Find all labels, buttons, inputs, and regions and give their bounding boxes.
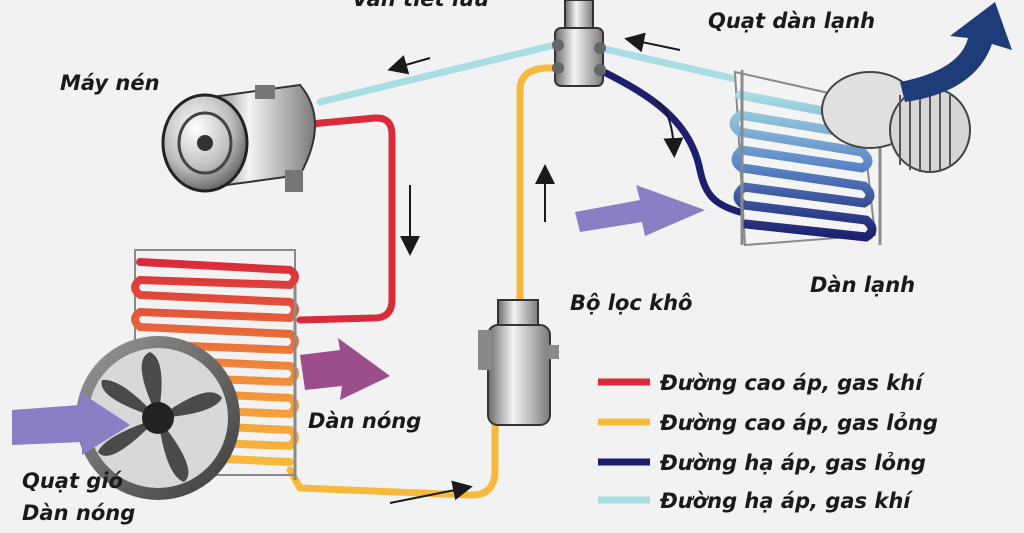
legend-item-high-gas: Đường cao áp, gas khí xyxy=(598,371,925,395)
cold-air-exhaust-arrow xyxy=(900,2,1012,102)
label-condenser-fan-line1: Quạt gió xyxy=(22,469,123,493)
condenser-fan xyxy=(76,336,240,500)
expansion-valve xyxy=(552,0,606,87)
evaporator-blower xyxy=(821,71,971,173)
label-evaporator: Dàn lạnh xyxy=(810,273,915,297)
legend-item-low-gas: Đường hạ áp, gas khí xyxy=(598,489,913,513)
label-evaporator-fan: Quạt dàn lạnh xyxy=(708,9,875,33)
evaporator-air-in-arrow xyxy=(575,185,705,236)
air-in-arrow xyxy=(12,392,130,455)
svg-text:Đường hạ áp, gas lỏng: Đường hạ áp, gas lỏng xyxy=(659,451,926,475)
label-condenser-fan-line2: Dàn nóng xyxy=(22,501,135,525)
label-compressor: Máy nén xyxy=(60,71,160,95)
receiver-dryer xyxy=(478,299,559,426)
legend: Đường cao áp, gas khí Đường cao áp, gas … xyxy=(598,371,938,513)
pipe-low-liquid xyxy=(596,66,744,216)
air-out-arrow xyxy=(300,338,390,400)
label-expansion-valve: Van tiết lưu xyxy=(352,0,489,11)
compressor xyxy=(161,83,316,193)
svg-text:Đường cao áp, gas khí: Đường cao áp, gas khí xyxy=(659,371,925,395)
svg-text:Đường hạ áp, gas khí: Đường hạ áp, gas khí xyxy=(659,489,913,513)
label-receiver-dryer: Bộ lọc khô xyxy=(570,291,692,315)
label-condenser: Dàn nóng xyxy=(308,409,421,433)
legend-item-high-liquid: Đường cao áp, gas lỏng xyxy=(598,411,938,435)
legend-item-low-liquid: Đường hạ áp, gas lỏng xyxy=(598,451,926,475)
flow-arrows xyxy=(387,32,684,504)
svg-text:Đường cao áp, gas lỏng: Đường cao áp, gas lỏng xyxy=(659,411,938,435)
pipe-low-gas xyxy=(316,41,744,106)
pipe-high-gas xyxy=(296,114,396,324)
